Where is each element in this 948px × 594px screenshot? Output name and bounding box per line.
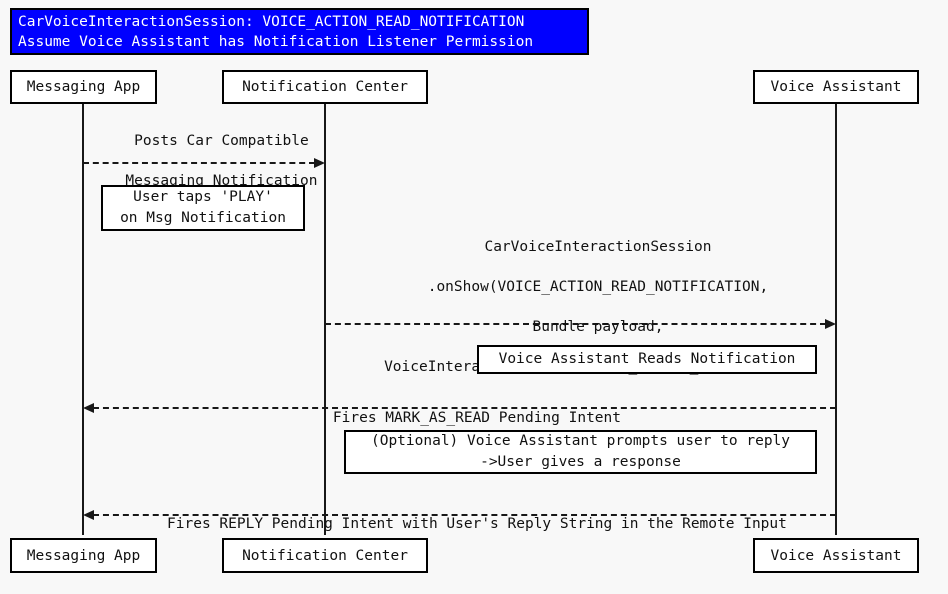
note-user-taps-play: User taps 'PLAY' on Msg Notification <box>101 185 305 231</box>
diagram-title-line-1: CarVoiceInteractionSession: VOICE_ACTION… <box>18 13 525 30</box>
note-line-1: (Optional) Voice Assistant prompts user … <box>370 433 791 449</box>
participant-notification-center-bottom[interactable]: Notification Center <box>222 538 428 573</box>
participant-voice-assistant-bottom[interactable]: Voice Assistant <box>753 538 919 573</box>
arrow-head-left-mark-as-read <box>83 403 94 413</box>
participant-voice-assistant-top[interactable]: Voice Assistant <box>753 70 919 104</box>
lifeline-voice-assistant <box>835 103 837 535</box>
lifeline-messaging-app <box>82 103 84 535</box>
message-label-line-1: Fires MARK_AS_READ Pending Intent <box>332 410 621 426</box>
note-line-1: User taps 'PLAY' <box>133 189 273 205</box>
message-arrow-post-notification <box>83 162 315 164</box>
arrow-head-right-onshow-call <box>825 319 836 329</box>
message-arrow-onshow-call <box>325 323 826 325</box>
participant-label: Notification Center <box>242 79 408 95</box>
participant-notification-center-top[interactable]: Notification Center <box>222 70 428 104</box>
message-arrow-mark-as-read <box>93 407 836 409</box>
message-label-line-3: Bundle payload, <box>532 319 664 335</box>
note-line-2: on Msg Notification <box>120 210 286 226</box>
message-label-line-1: Fires REPLY Pending Intent with User's R… <box>167 516 787 532</box>
arrow-head-right-post-notification <box>314 158 325 168</box>
lifeline-notification-center <box>324 103 326 535</box>
participant-label: Messaging App <box>26 79 141 95</box>
note-line-2: ->User gives a response <box>480 454 681 470</box>
message-label-reply-intent: Fires REPLY Pending Intent with User's R… <box>83 494 836 554</box>
message-label-mark-as-read: Fires MARK_AS_READ Pending Intent <box>83 388 836 448</box>
participant-label: Messaging App <box>26 547 141 564</box>
note-optional-reply-prompt: (Optional) Voice Assistant prompts user … <box>344 430 817 474</box>
diagram-title-line-2: Assume Voice Assistant has Notification … <box>18 33 534 50</box>
message-arrow-reply-intent <box>93 514 836 516</box>
note-line-1: Voice Assistant Reads Notification <box>498 351 796 367</box>
participant-label: Voice Assistant <box>770 79 902 95</box>
participant-messaging-app-bottom[interactable]: Messaging App <box>10 538 157 573</box>
participant-label: Voice Assistant <box>770 547 902 564</box>
arrow-head-left-reply-intent <box>83 510 94 520</box>
diagram-title-note: CarVoiceInteractionSession: VOICE_ACTION… <box>10 8 589 55</box>
message-label-line-1: CarVoiceInteractionSession <box>484 239 712 255</box>
message-label-line-1: Posts Car Compatible <box>134 133 309 149</box>
message-label-line-2: .onShow(VOICE_ACTION_READ_NOTIFICATION, <box>427 279 769 295</box>
participant-label: Notification Center <box>242 547 408 564</box>
note-assistant-reads: Voice Assistant Reads Notification <box>477 345 817 374</box>
participant-messaging-app-top[interactable]: Messaging App <box>10 70 157 104</box>
